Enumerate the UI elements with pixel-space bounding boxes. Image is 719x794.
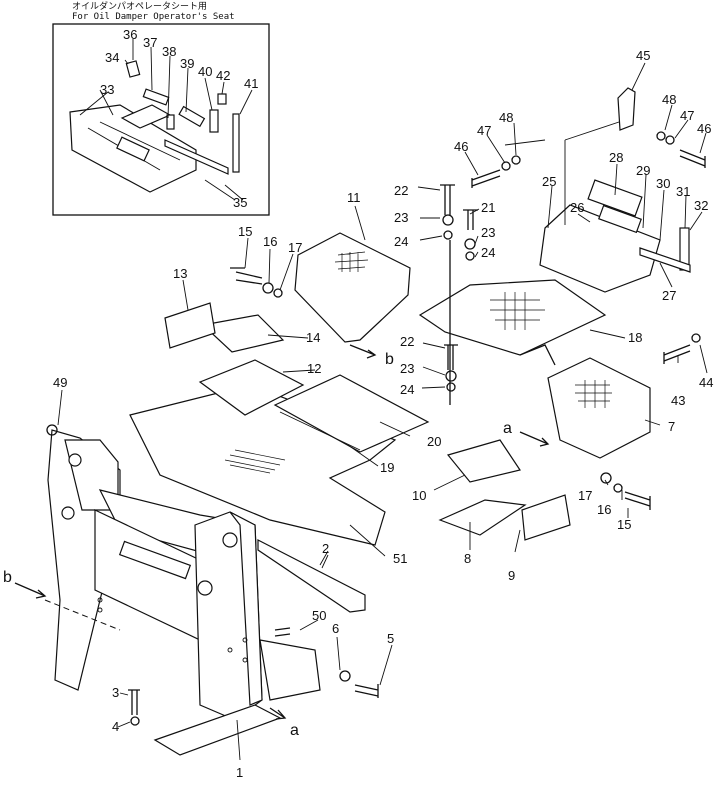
callout-10: 10 <box>412 488 426 503</box>
callout-36: 36 <box>123 27 137 42</box>
callout-15-lower: 15 <box>617 517 631 532</box>
callout-37: 37 <box>143 35 157 50</box>
callout-17-upper: 17 <box>288 240 302 255</box>
callout-3: 3 <box>112 685 119 700</box>
callout-26: 26 <box>570 200 584 215</box>
callout-13: 13 <box>173 266 187 281</box>
view-marker-b-upper: b <box>385 351 394 368</box>
callout-1: 1 <box>236 765 243 780</box>
callout-15-upper: 15 <box>238 224 252 239</box>
callout-5: 5 <box>387 631 394 646</box>
callout-29: 29 <box>636 163 650 178</box>
callout-24-upper: 24 <box>394 234 408 249</box>
cover-11 <box>294 232 411 343</box>
callout-50: 50 <box>312 608 326 623</box>
callout-16-lower: 16 <box>597 502 611 517</box>
callout-8: 8 <box>464 551 471 566</box>
callout-23-right: 23 <box>481 225 495 240</box>
callout-32: 32 <box>694 198 708 213</box>
view-marker-a-lower: a <box>290 722 299 739</box>
callout-14: 14 <box>306 330 320 345</box>
inset-title-en: For Oil Damper Operator's Seat <box>72 12 235 22</box>
callout-45: 45 <box>636 48 650 63</box>
cover-7 <box>547 357 651 459</box>
callout-12: 12 <box>307 361 321 376</box>
callout-43: 43 <box>671 393 685 408</box>
callout-31: 31 <box>676 184 690 199</box>
covers <box>294 87 691 459</box>
frame-mount-bracket <box>259 639 321 701</box>
callout-19: 19 <box>380 460 394 475</box>
hardware <box>46 131 706 726</box>
callout-22-upper: 22 <box>394 183 408 198</box>
seat-bracket-25 <box>539 204 661 293</box>
callout-44: 44 <box>699 375 713 390</box>
callout-51: 51 <box>393 551 407 566</box>
mat-10 <box>446 439 521 483</box>
callout-46-left: 46 <box>454 139 468 154</box>
pad-9 <box>521 494 571 541</box>
view-marker-b-lower: b <box>3 569 12 586</box>
callout-23-lower: 23 <box>400 361 414 376</box>
callout-42: 42 <box>216 68 230 83</box>
bracket-45 <box>617 87 636 131</box>
callout-27: 27 <box>662 288 676 303</box>
callout-7: 7 <box>668 419 675 434</box>
callout-48-right: 48 <box>662 92 676 107</box>
callout-24-lower: 24 <box>400 382 414 397</box>
callout-9: 9 <box>508 568 515 583</box>
callout-47-right: 47 <box>680 108 694 123</box>
callout-38: 38 <box>162 44 176 59</box>
callout-4: 4 <box>112 719 119 734</box>
callout-2: 2 <box>322 541 329 556</box>
pad-8 <box>438 499 527 536</box>
callout-6: 6 <box>332 621 339 636</box>
floor-plate-18 <box>418 279 607 356</box>
inset-border <box>52 23 270 216</box>
callout-34: 34 <box>105 50 119 65</box>
callout-17-lower: 17 <box>578 488 592 503</box>
strip-2 <box>257 539 366 613</box>
callout-48-left: 48 <box>499 110 513 125</box>
callout-20: 20 <box>427 434 441 449</box>
callout-23-upper: 23 <box>394 210 408 225</box>
mat-14 <box>201 314 285 353</box>
callout-35: 35 <box>233 195 247 210</box>
view-marker-a-upper: a <box>503 420 512 437</box>
main-frame <box>44 429 321 756</box>
callout-16-upper: 16 <box>263 234 277 249</box>
callout-11: 11 <box>347 190 361 205</box>
mat-12 <box>198 359 305 416</box>
callout-30: 30 <box>656 176 670 191</box>
callout-41: 41 <box>244 76 258 91</box>
callout-33: 33 <box>100 82 114 97</box>
callout-18: 18 <box>628 330 642 345</box>
callout-labels: 1 2 3 4 5 6 7 8 9 10 11 12 13 14 15 15 1… <box>53 27 713 780</box>
callout-39: 39 <box>180 56 194 71</box>
callout-28: 28 <box>609 150 623 165</box>
view-markers: a a b b <box>3 344 550 739</box>
inset-panel: オイルダンパオペレータシート用 For Oil Damper Operator'… <box>52 0 270 216</box>
pad-13 <box>164 302 216 349</box>
callout-47-left: 47 <box>477 123 491 138</box>
callout-25: 25 <box>542 174 556 189</box>
callout-22-lower: 22 <box>400 334 414 349</box>
inset-title-jp: オイルダンパオペレータシート用 <box>72 0 207 12</box>
callout-46-right: 46 <box>697 121 711 136</box>
floor-mats <box>129 302 571 613</box>
callout-21: 21 <box>481 200 495 215</box>
leader-lines <box>57 39 708 761</box>
callout-24-right: 24 <box>481 245 495 260</box>
callout-49: 49 <box>53 375 67 390</box>
callout-40: 40 <box>198 64 212 79</box>
